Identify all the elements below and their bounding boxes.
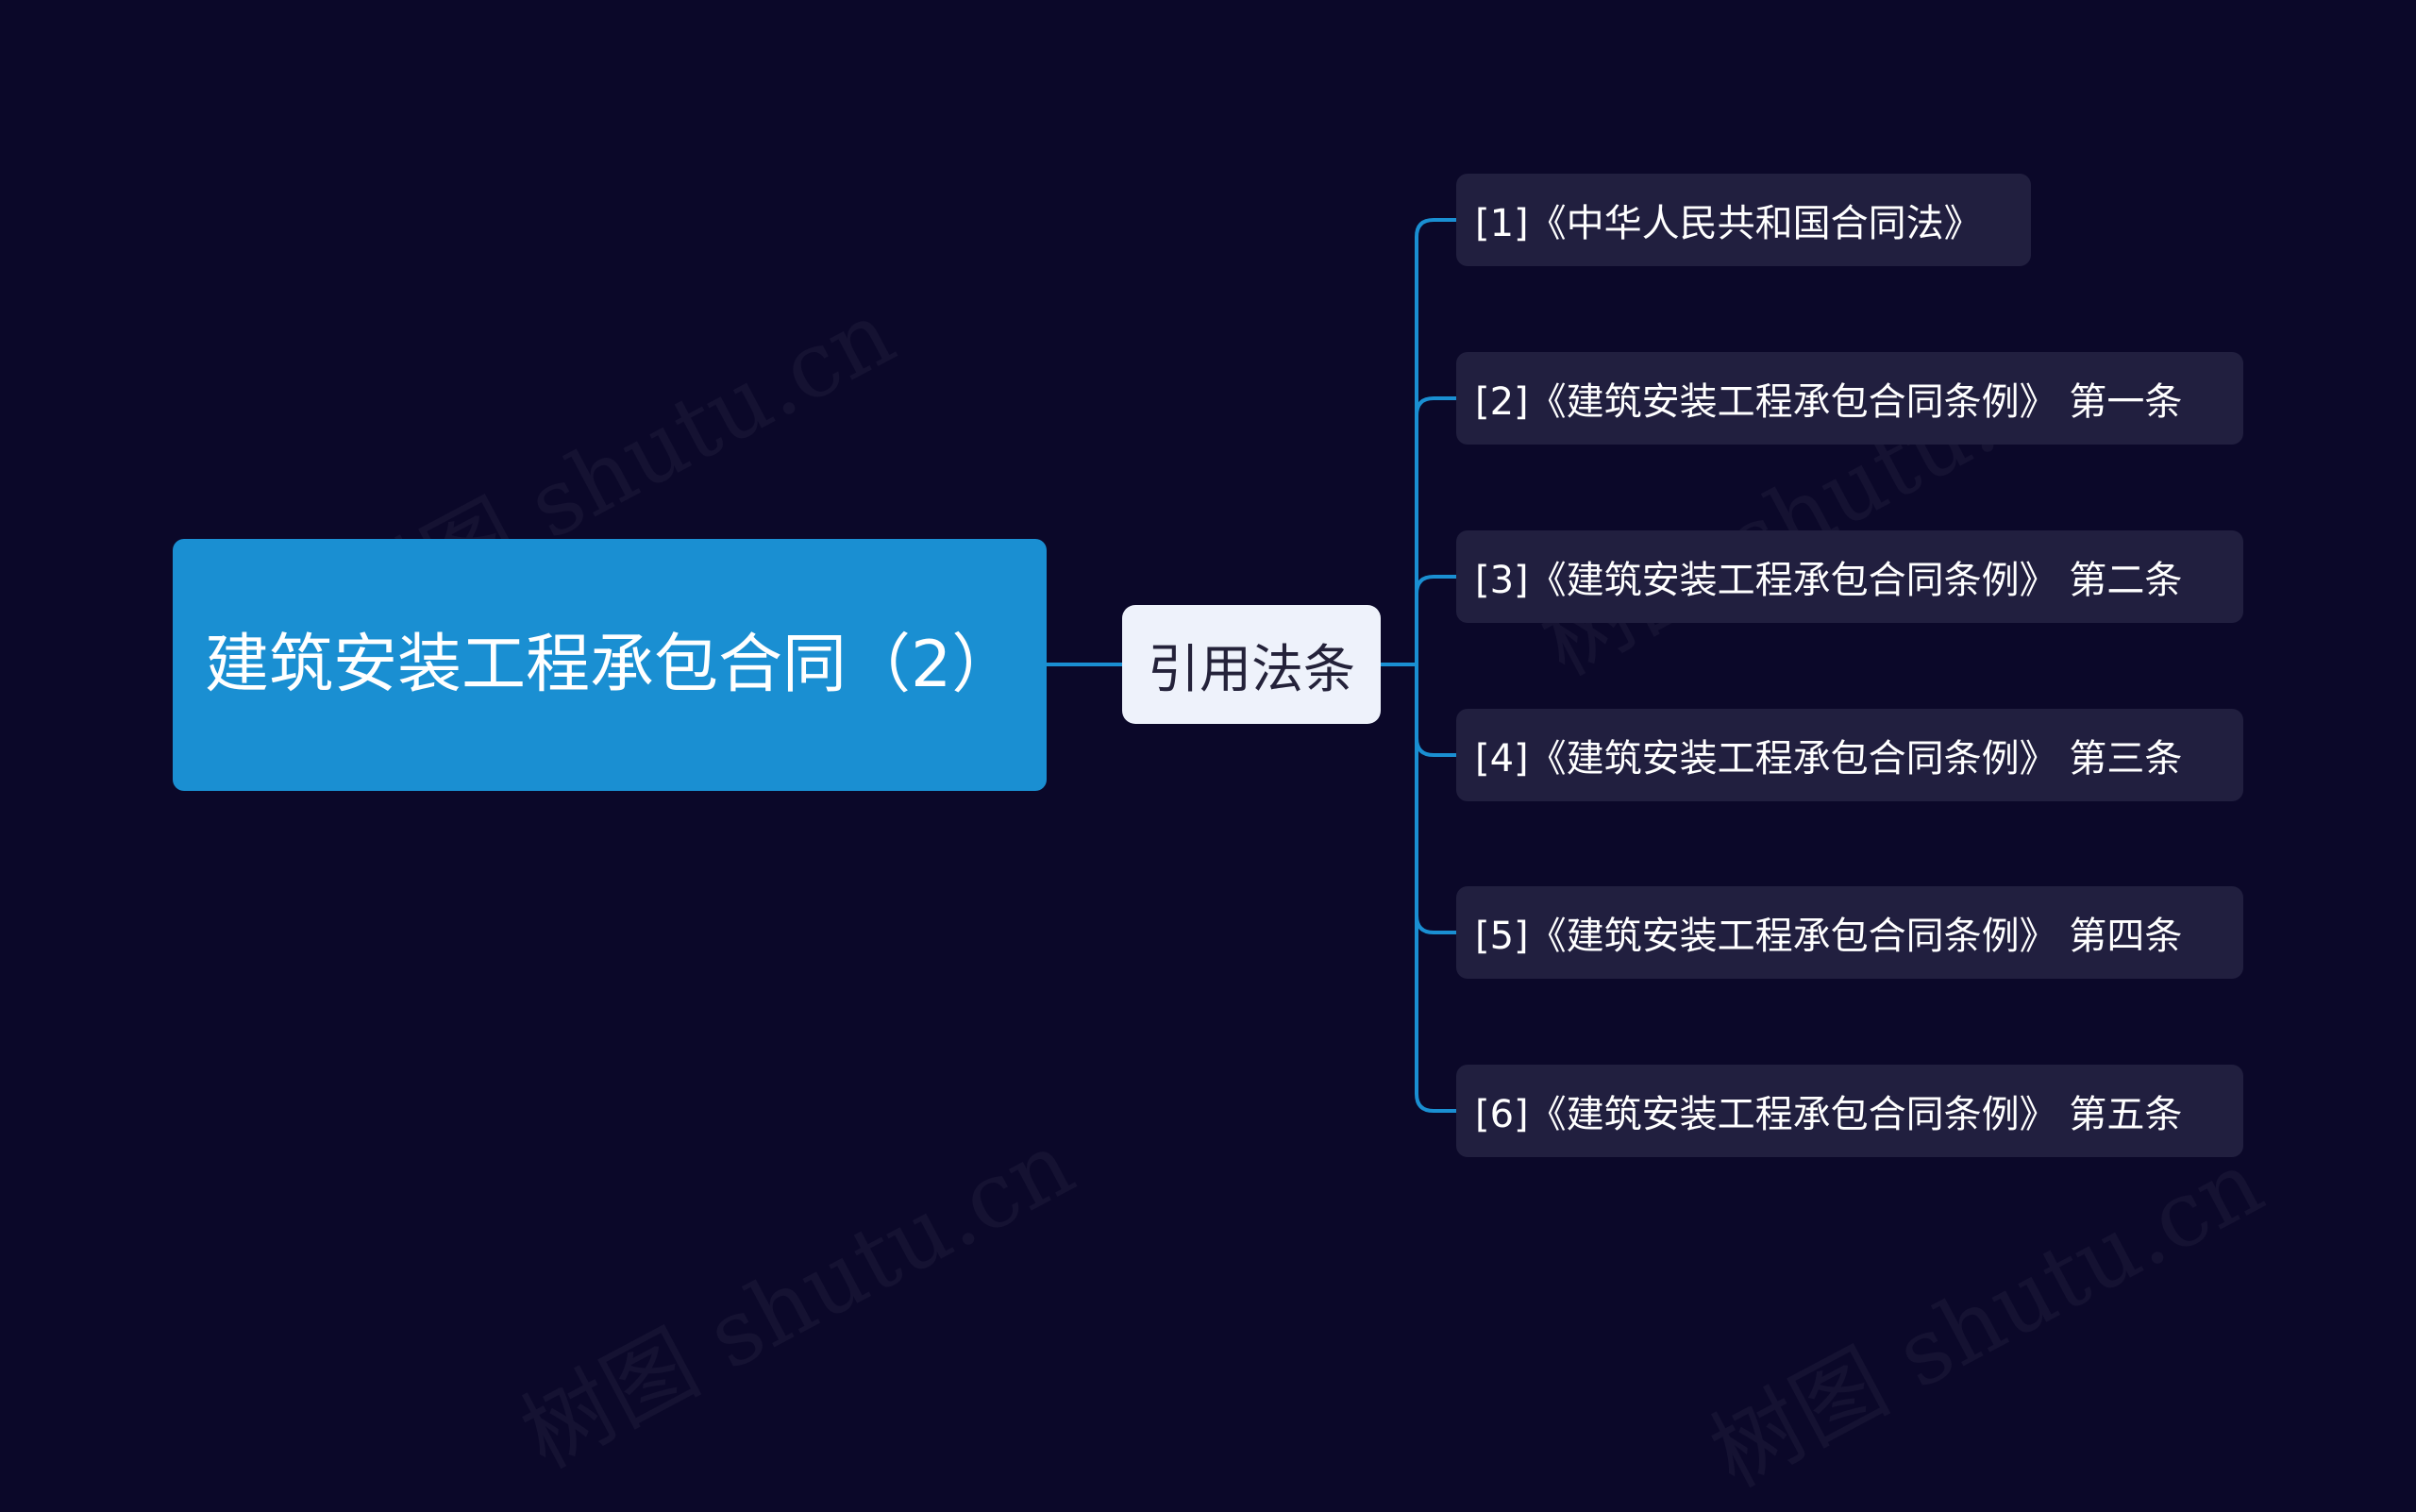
branch-topic-label: 引用法条 xyxy=(1147,639,1355,699)
leaf-connector-4 xyxy=(1415,664,1456,757)
leaf-connector-5 xyxy=(1415,664,1456,934)
leaf-topic-label: [2]《建筑安装工程承包合同条例》 第一条 xyxy=(1475,380,2183,424)
leaf-topic-label: [4]《建筑安装工程承包合同条例》 第三条 xyxy=(1475,737,2183,781)
leaf-topic-label: [6]《建筑安装工程承包合同条例》 第五条 xyxy=(1475,1093,2183,1136)
leaf-connector-6 xyxy=(1415,664,1456,1113)
connector-lines xyxy=(1047,218,1456,1113)
leaf-topic-4[interactable]: [4]《建筑安装工程承包合同条例》 第三条 xyxy=(1456,709,2243,801)
leaf-topic-6[interactable]: [6]《建筑安装工程承包合同条例》 第五条 xyxy=(1456,1065,2243,1157)
leaf-topic-1[interactable]: [1]《中华人民共和国合同法》 xyxy=(1456,174,2031,266)
leaf-topic-label: [5]《建筑安装工程承包合同条例》 第四条 xyxy=(1475,915,2183,958)
leaf-topic-3[interactable]: [3]《建筑安装工程承包合同条例》 第二条 xyxy=(1456,530,2243,623)
leaf-connector-1 xyxy=(1415,218,1456,664)
branch-topic[interactable]: 引用法条 xyxy=(1122,605,1381,724)
root-topic[interactable]: 建筑安装工程承包合同（2） xyxy=(173,539,1047,791)
leaf-topic-label: [3]《建筑安装工程承包合同条例》 第二条 xyxy=(1475,559,2183,602)
leaf-topic-2[interactable]: [2]《建筑安装工程承包合同条例》 第一条 xyxy=(1456,352,2243,445)
mindmap-canvas: 树图 shutu.cn 树图 shutu.cn 树图 shutu.cn 树图 s… xyxy=(173,174,2279,1508)
leaf-topic-5[interactable]: [5]《建筑安装工程承包合同条例》 第四条 xyxy=(1456,886,2243,979)
leaf-connector-2 xyxy=(1415,396,1456,664)
leaf-connector-3 xyxy=(1415,575,1456,664)
leaf-topic-label: [1]《中华人民共和国合同法》 xyxy=(1475,202,1982,245)
root-topic-label: 建筑安装工程承包合同（2） xyxy=(205,627,1016,702)
